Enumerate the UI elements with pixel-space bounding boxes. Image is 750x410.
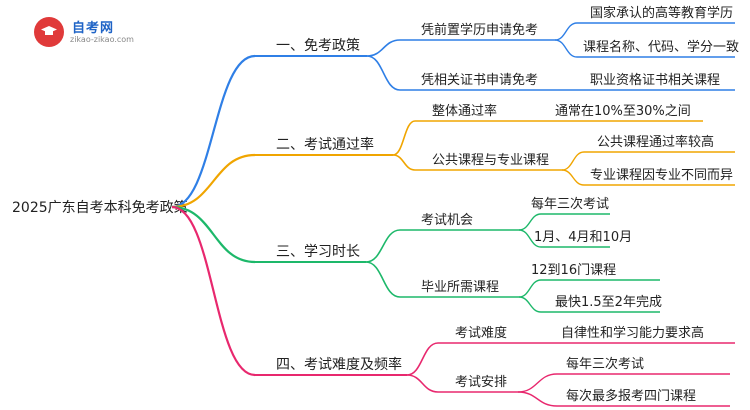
subtopic-label: 公共课程与专业课程: [432, 153, 549, 168]
subtopic-label: 考试难度: [455, 325, 507, 341]
branch-label: 三、学习时长: [276, 244, 360, 260]
leaf-connector: [518, 279, 542, 298]
subtopic-connector: [365, 261, 401, 298]
branch-label: 二、考试通过率: [276, 136, 374, 153]
leaf-label: 最快1.5至2年完成: [555, 295, 662, 310]
subtopic-connector: [392, 154, 416, 171]
branch-label: 一、免考政策: [276, 37, 360, 54]
subtopic-label: 凭前置学历申请免考: [421, 22, 538, 38]
leaf-label: 职业资格证书相关课程: [590, 72, 720, 88]
subtopic-connector: [406, 374, 439, 393]
subtopic-connector: [406, 342, 439, 376]
leaf-connector: [561, 151, 585, 171]
leaf-connector: [518, 296, 542, 313]
branch-label: 四、考试难度及频率: [276, 356, 402, 373]
subtopic-connector: [392, 120, 416, 156]
leaf-label: 1月、4月和10月: [534, 230, 632, 245]
subtopic-label: 毕业所需课程: [421, 280, 499, 295]
leaf-connector: [518, 229, 542, 248]
leaf-label: 课程名称、代码、学分一致: [583, 39, 739, 55]
root-topic: 2025广东自考本科免考政策: [12, 199, 188, 216]
site-logo[interactable]: 自考网 zikao-zikao.com: [34, 17, 174, 51]
subtopic-connector: [366, 55, 401, 91]
leaf-label: 每次最多报考四门课程: [566, 388, 696, 404]
subtopic-label: 考试机会: [421, 213, 473, 228]
leaf-connector: [554, 22, 578, 41]
leaf-label: 自律性和学习能力要求高: [561, 325, 704, 341]
leaf-connector: [517, 373, 558, 393]
leaf-connector: [518, 213, 542, 231]
branch-connector: [171, 205, 256, 377]
branch-connector: [171, 54, 256, 209]
leaf-connector: [561, 169, 585, 186]
leaf-label: 公共课程通过率较高: [597, 134, 714, 150]
branch-connector: [171, 153, 256, 209]
logo-name: 自考网: [72, 21, 115, 36]
subtopic-connector: [365, 229, 401, 263]
leaf-label: 12到16门课程: [531, 263, 616, 278]
branch-connector: [171, 205, 256, 264]
subtopic-label: 考试安排: [455, 375, 507, 390]
subtopic-label: 凭相关证书申请免考: [421, 73, 538, 88]
leaf-connector: [554, 39, 578, 58]
leaf-label: 每年三次考试: [531, 196, 609, 212]
leaf-label: 通常在10%至30%之间: [555, 104, 691, 119]
leaf-connector: [517, 391, 558, 407]
leaf-label: 每年三次考试: [566, 356, 644, 372]
subtopic-connector: [366, 39, 401, 57]
leaf-label: 国家承认的高等教育学历: [590, 5, 733, 21]
leaf-label: 专业课程因专业不同而异: [590, 168, 733, 183]
graduation-cap-icon: [34, 17, 64, 47]
subtopic-label: 整体通过率: [432, 103, 497, 119]
logo-url: zikao-zikao.com: [70, 35, 134, 44]
